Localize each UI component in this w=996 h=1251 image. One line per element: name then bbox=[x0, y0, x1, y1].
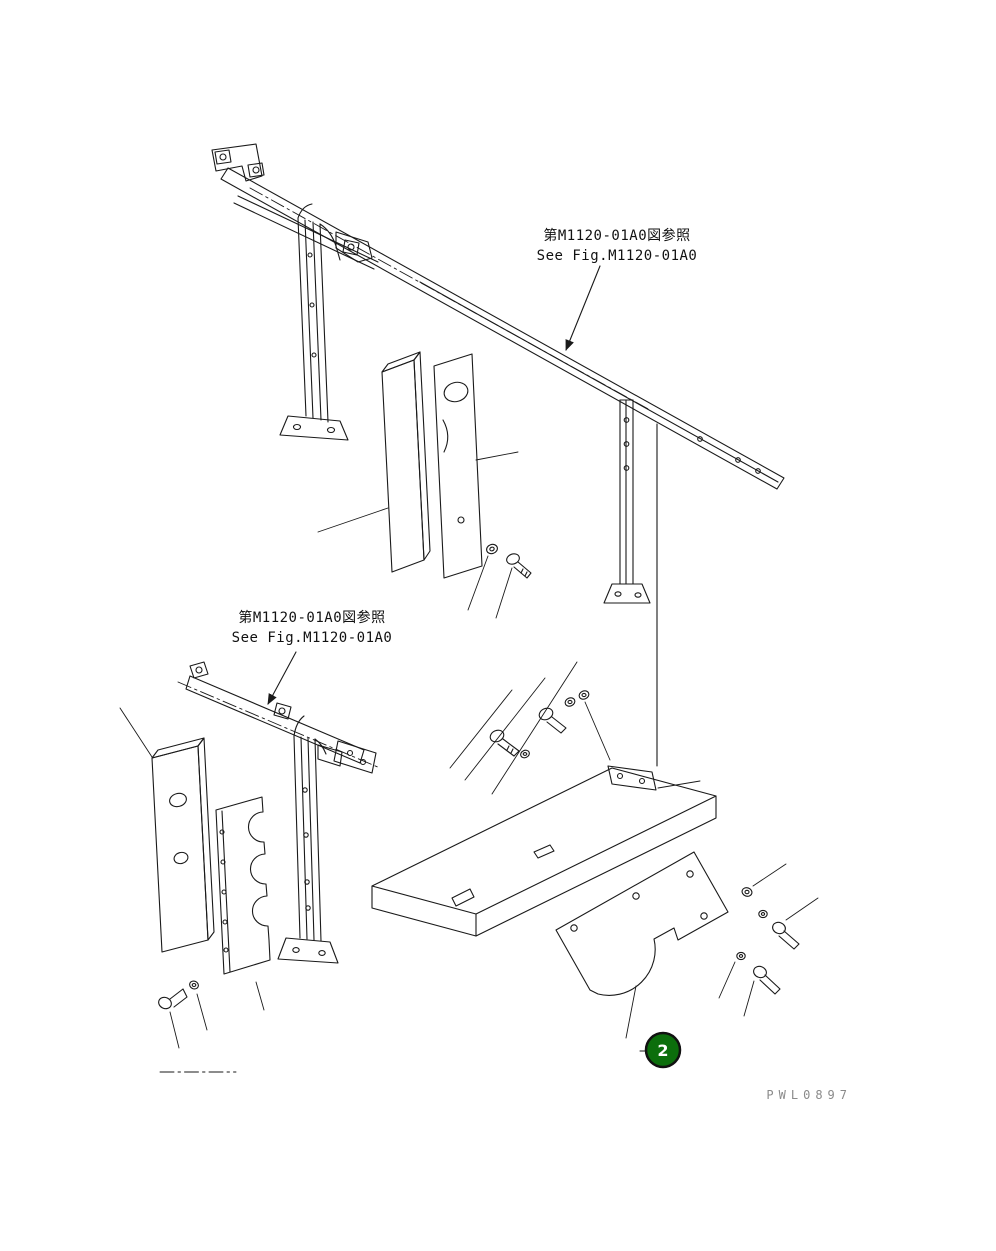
tray-corner-bracket bbox=[607, 765, 657, 791]
leader-line bbox=[475, 451, 519, 461]
tray-fasteners bbox=[449, 661, 611, 795]
end-bracket bbox=[211, 143, 265, 182]
cover-plate bbox=[555, 851, 729, 1039]
lower-bolt-washer bbox=[158, 980, 237, 1073]
callout-number: 2 bbox=[657, 1041, 668, 1060]
mid-bracket bbox=[335, 231, 373, 263]
ref-top-line2-en: See Fig.M1120-01A0 bbox=[537, 248, 698, 264]
ref-left-line2-en: See Fig.M1120-01A0 bbox=[232, 630, 393, 646]
side-plate-rear bbox=[433, 353, 483, 579]
lower-plate-outer bbox=[119, 707, 215, 953]
cross-member bbox=[220, 167, 785, 490]
leader-line bbox=[317, 507, 389, 533]
lower-mounting-post bbox=[277, 715, 343, 964]
ref-top-line1-jp: 第M1120-01A0図参照 bbox=[543, 227, 690, 244]
ref-annotation-left: 第M1120-01A0図参照 See Fig.M1120-01A0 bbox=[232, 609, 393, 705]
watermark-code: PWL0897 bbox=[766, 1088, 852, 1102]
ref-arrow-left bbox=[267, 651, 297, 705]
ref-annotation-top: 第M1120-01A0図参照 See Fig.M1120-01A0 bbox=[537, 227, 698, 351]
top-frame-assembly bbox=[211, 143, 785, 767]
ref-arrow-top bbox=[565, 265, 601, 351]
lower-plate-scalloped bbox=[215, 796, 271, 1011]
callout-circle[interactable] bbox=[644, 1031, 682, 1069]
lower-cross-member bbox=[177, 661, 381, 774]
upper-bolt-washer bbox=[467, 543, 532, 619]
ref-left-line1-jp: 第M1120-01A0図参照 bbox=[238, 609, 385, 626]
lower-side-plates bbox=[119, 707, 271, 1011]
right-mounting-post bbox=[603, 399, 651, 604]
tray-bracket bbox=[371, 765, 717, 937]
cover-plate-fasteners bbox=[718, 863, 819, 1017]
callout-balloon-2[interactable]: 2 bbox=[639, 1031, 682, 1069]
side-plate-front bbox=[381, 351, 431, 573]
upper-side-plates bbox=[317, 351, 519, 579]
lower-frame-assembly bbox=[177, 661, 381, 964]
left-mounting-post bbox=[279, 203, 349, 441]
